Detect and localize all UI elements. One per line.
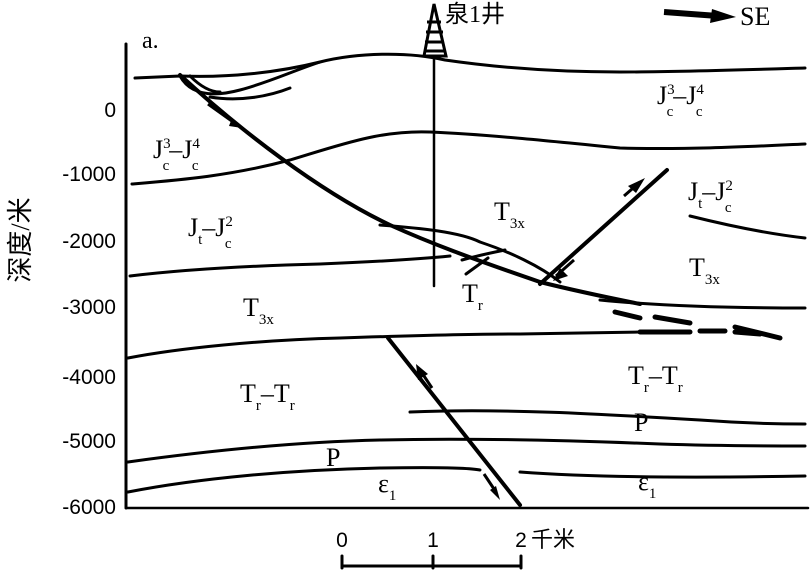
- svg-text:T3x: T3x: [494, 197, 525, 232]
- main-thrust-fault: [178, 73, 642, 306]
- svg-text:J3c–J4c: J3c–J4c: [153, 135, 200, 174]
- depth-tick-label: -3000: [62, 296, 116, 319]
- depth-tick-label: -1000: [62, 163, 116, 186]
- svg-text:Tr–Tr: Tr–Tr: [628, 361, 683, 396]
- strat-unit-p-left: P: [326, 443, 340, 472]
- drilling-rig-icon: [422, 3, 448, 58]
- scale-tick-label: 0: [336, 529, 348, 552]
- scale-tick-label: 1: [427, 529, 439, 552]
- scale-bar: 0 1 2 千米: [336, 527, 575, 570]
- fault-motion-arrows: [207, 102, 645, 500]
- svg-text:T3x: T3x: [689, 253, 720, 288]
- scale-tick-label: 2: [515, 529, 527, 552]
- svg-text:P: P: [326, 443, 340, 472]
- strat-unit-p-right: P: [634, 408, 648, 437]
- strat-unit-tr-tr-right: Tr–Tr: [628, 361, 683, 396]
- svg-text:P: P: [634, 408, 648, 437]
- svg-text:Jt–J2c: Jt–J2c: [188, 213, 233, 252]
- depth-tick-label: -2000: [62, 230, 116, 253]
- depth-tick-label: -6000: [62, 496, 116, 519]
- stratigraphic-boundaries: [126, 52, 807, 494]
- strat-unit-tr-center: Tr: [462, 279, 483, 314]
- svg-text:T3x: T3x: [243, 293, 274, 328]
- direction-arrow-icon: [663, 9, 736, 23]
- well-label: 泉1井: [445, 1, 505, 28]
- svg-text:ε1: ε1: [378, 469, 396, 504]
- svg-text:J3c–J4c: J3c–J4c: [657, 81, 704, 120]
- strat-unit-t3x-left: T3x: [243, 293, 274, 328]
- depth-tick-label: -4000: [62, 366, 116, 389]
- scale-unit-label: 千米: [531, 527, 575, 552]
- depth-axis-title: 深度/米: [6, 197, 35, 282]
- svg-text:Tr: Tr: [462, 279, 483, 314]
- direction-label: SE: [740, 2, 770, 31]
- svg-text:Tr–Tr: Tr–Tr: [240, 379, 295, 414]
- strat-unit-e1-left: ε1: [378, 469, 396, 504]
- svg-text:ε1: ε1: [638, 467, 656, 502]
- normal-fault-lower: [386, 336, 522, 507]
- depth-tick-label: -5000: [62, 430, 116, 453]
- strat-unit-t3x-center: T3x: [494, 197, 525, 232]
- depth-tick-label: 0: [104, 99, 116, 122]
- strat-unit-e1-right: ε1: [638, 467, 656, 502]
- thrust-fault-dashed-extension: [612, 309, 783, 341]
- faults: [178, 73, 669, 507]
- strat-unit-tr-tr-left: Tr–Tr: [240, 379, 295, 414]
- reverse-fault-right: [538, 168, 669, 286]
- panel-label: a.: [142, 28, 159, 54]
- minor-fault: [464, 256, 490, 276]
- depth-axis-ticks: 0 -1000 -2000 -3000 -4000 -5000 -6000: [62, 99, 116, 519]
- strat-unit-t3x-right: T3x: [689, 253, 720, 288]
- svg-text:Jt–J2c: Jt–J2c: [688, 177, 733, 216]
